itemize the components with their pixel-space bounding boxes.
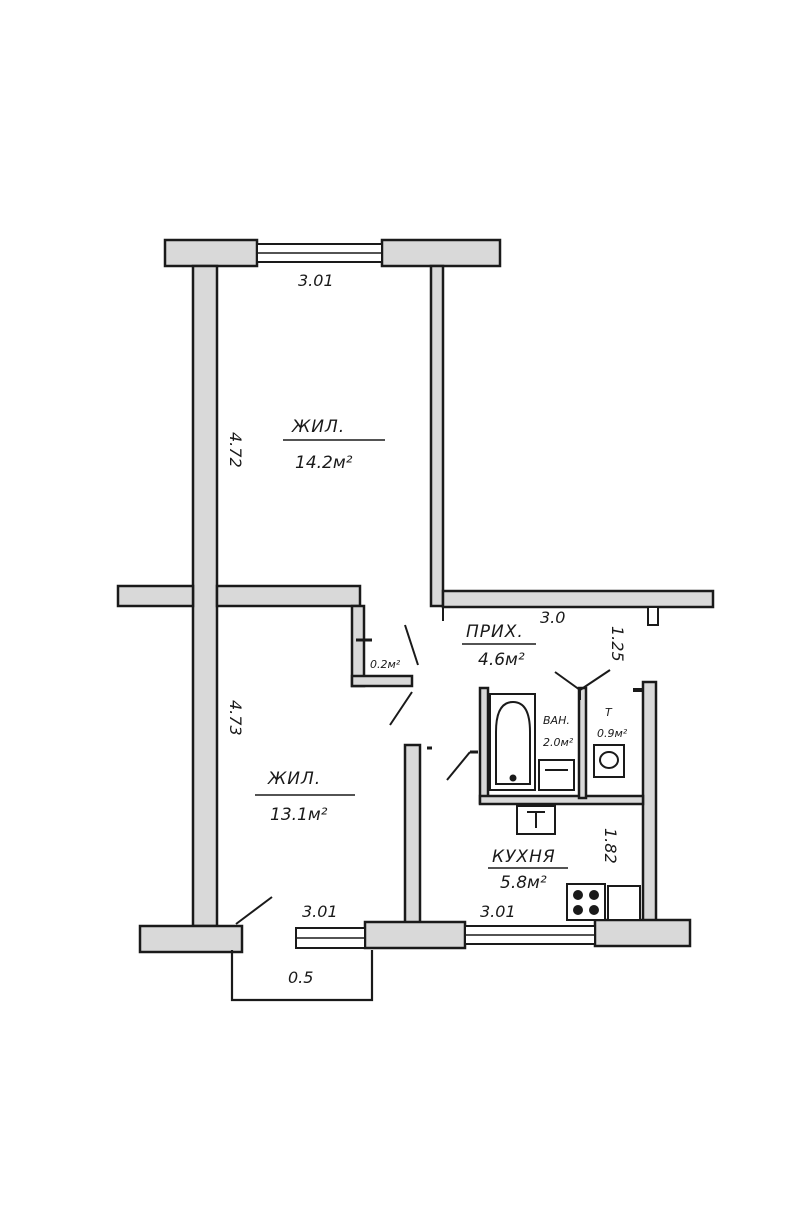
windows [256, 243, 596, 949]
bath-wc-divider [577, 686, 588, 800]
bath-door [446, 751, 471, 781]
dim-bottom-right-width: 3.01 [480, 902, 516, 921]
dim-kitchen-depth: 1.82 [601, 828, 620, 864]
kitchen-right-wall [641, 680, 658, 924]
living-top-area: 14.2м² [295, 453, 353, 473]
bath-sink [538, 759, 575, 791]
top-exterior-wall-right [380, 238, 502, 268]
bedroom-door [389, 691, 413, 726]
left-exterior-wall [191, 264, 219, 928]
dim-closet-area: 0.2м² [370, 658, 401, 671]
dim-bottom-left-width: 3.01 [302, 902, 338, 921]
closet-left-wall [350, 604, 366, 688]
kitchen-counter [607, 885, 641, 921]
closet-door [404, 624, 419, 666]
wc-door-top [554, 671, 581, 691]
top-exterior-wall [163, 238, 259, 268]
radiator [647, 606, 659, 626]
kitchen-name: КУХНЯ [492, 847, 556, 867]
top-room-right-wall [429, 264, 445, 608]
wc-door-top2 [579, 669, 611, 691]
kitchen-area: 5.8м² [500, 873, 547, 893]
balcony [230, 950, 374, 1002]
toilet-bowl [599, 751, 619, 769]
wc-area: 0.9м² [597, 727, 628, 740]
walls [116, 238, 715, 954]
kitchen-left-wall [403, 743, 422, 929]
bottom-exterior-wall-mid [363, 920, 467, 950]
dim-top-width: 3.01 [298, 271, 334, 290]
bath-block-left-wall [478, 686, 490, 805]
bath-name: ВАН. [543, 714, 570, 727]
hall-name: ПРИХ. [466, 622, 524, 642]
dim-balcony-depth: 0.5 [288, 968, 313, 987]
living-bottom-name: ЖИЛ. [267, 769, 321, 789]
living-bottom-area: 13.1м² [270, 805, 328, 825]
living-top-name: ЖИЛ. [291, 417, 345, 437]
doors [235, 607, 643, 925]
middle-partition [215, 584, 362, 608]
bathtub-inner [495, 700, 531, 785]
dim-hall-width: 3.0 [540, 608, 565, 627]
dim-hall-depth: 1.25 [608, 626, 627, 662]
stove [566, 883, 606, 921]
closet-bottom-wall [350, 674, 414, 688]
middle-partition-left [116, 584, 195, 608]
dim-bottom-height: 4.73 [226, 700, 245, 736]
hall-top-wall [441, 589, 715, 609]
bottom-exterior-wall-right [593, 918, 692, 948]
bath-area: 2.0м² [543, 736, 574, 749]
wc-name: Т [605, 706, 613, 719]
dim-top-height: 4.72 [226, 432, 245, 468]
fixtures [489, 606, 659, 921]
balcony-door-swing [235, 896, 273, 925]
bottom-exterior-wall-left [138, 924, 244, 954]
hall-area: 4.6м² [478, 650, 525, 670]
bath-block-bottom-wall [478, 794, 645, 806]
